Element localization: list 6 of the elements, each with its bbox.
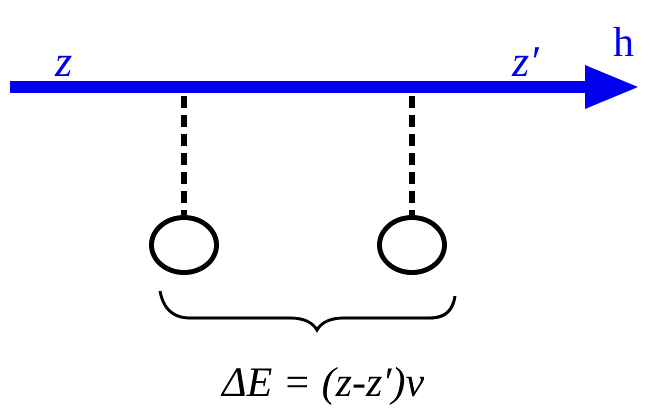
axis-name: h bbox=[613, 22, 634, 64]
axis-label: z bbox=[55, 40, 72, 84]
formula: ΔE = (z-z′)ν bbox=[222, 362, 424, 404]
axis-label: z′ bbox=[512, 40, 539, 84]
dashed-line bbox=[181, 96, 187, 215]
dashed-line bbox=[409, 96, 415, 215]
